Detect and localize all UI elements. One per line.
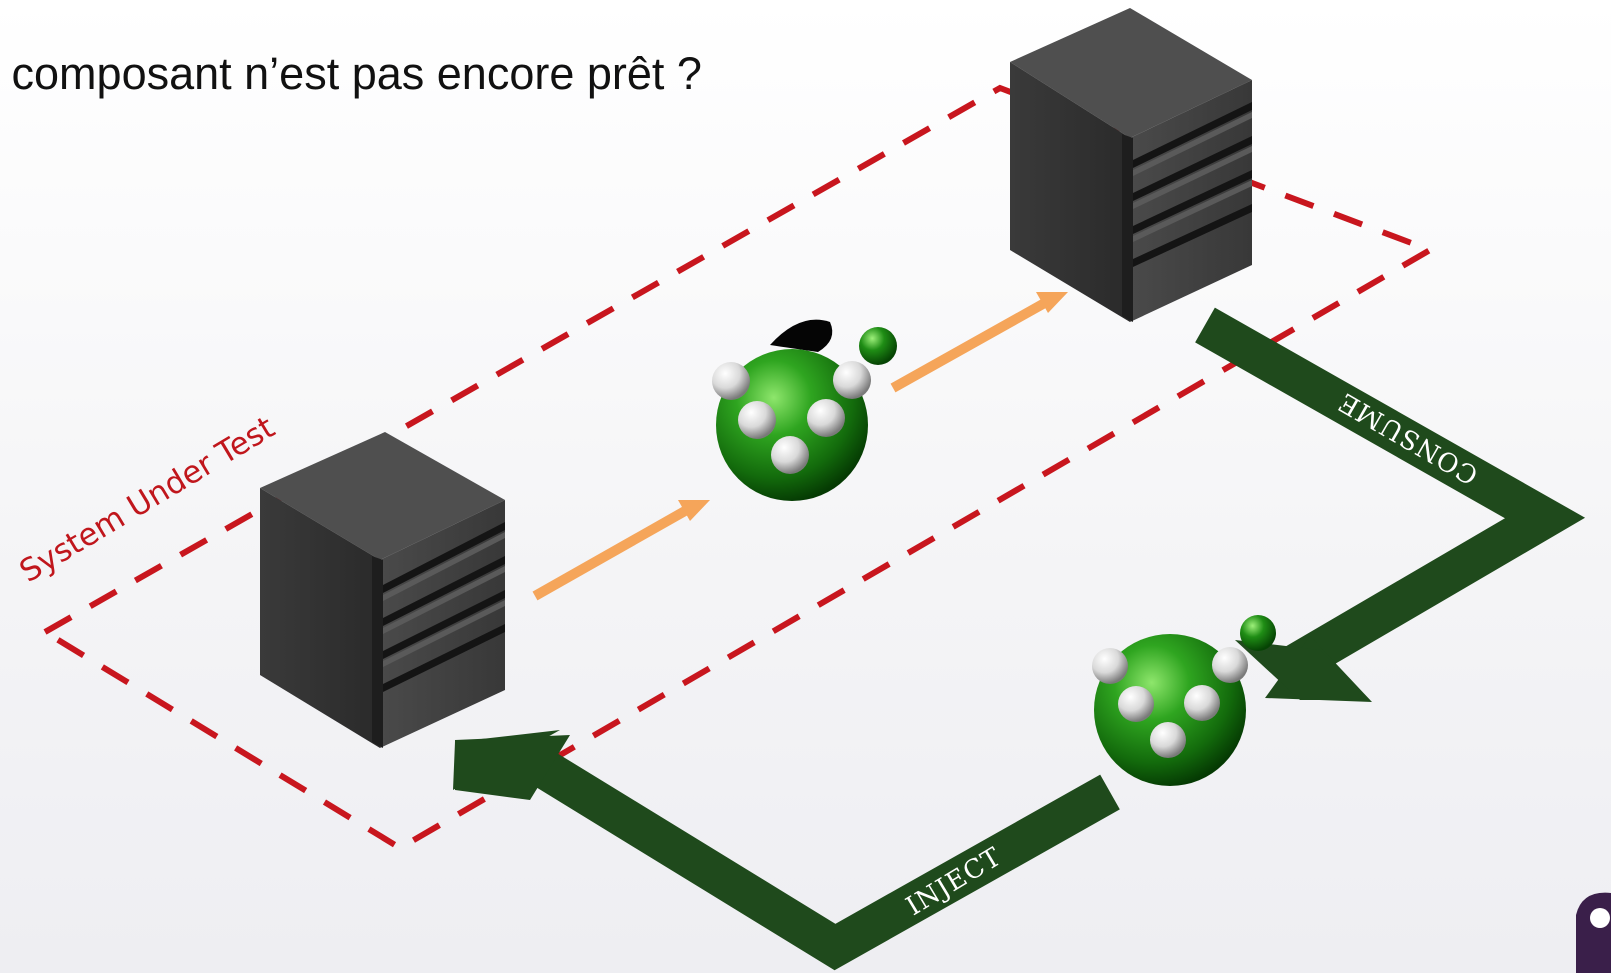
server-left-icon xyxy=(260,432,505,748)
message-molecule-icon xyxy=(712,319,897,501)
message-arrow-2 xyxy=(890,292,1068,393)
slide-title: n composant n’est pas encore prêt ? xyxy=(0,48,702,99)
consume-flow-arrow xyxy=(1195,307,1586,702)
inject-flow-arrow xyxy=(453,730,1120,971)
server-right-icon xyxy=(1010,8,1252,322)
corner-logo-icon xyxy=(1576,892,1611,973)
system-under-test-boundary xyxy=(39,84,1437,852)
message-arrow-1 xyxy=(532,500,710,601)
stub-message-molecule-icon xyxy=(1092,615,1276,786)
system-under-test-label: System Under Test xyxy=(14,410,281,590)
consume-label: CONSUME xyxy=(1333,386,1483,490)
